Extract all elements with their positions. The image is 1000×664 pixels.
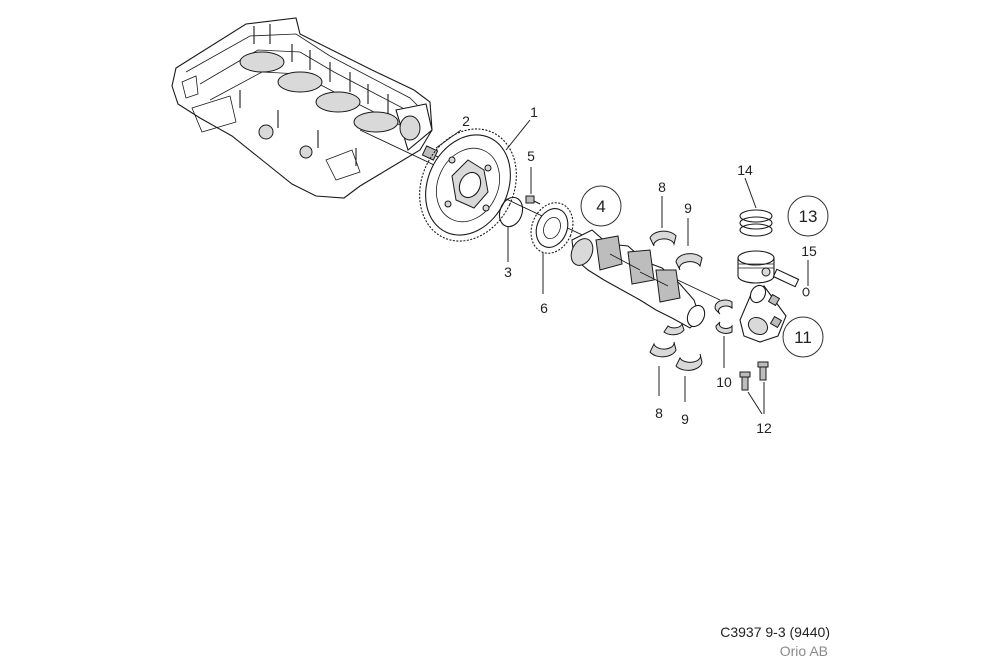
callout-9-top: 9 — [684, 200, 692, 216]
callout-8-bottom: 8 — [655, 405, 663, 421]
callout-12: 12 — [756, 420, 772, 436]
callout-9-bottom: 9 — [681, 411, 689, 427]
block-studs — [239, 24, 389, 166]
callout-8-top: 8 — [658, 179, 666, 195]
connecting-rod — [739, 284, 787, 343]
callout-3: 3 — [504, 264, 512, 280]
main-bearing-shells — [649, 230, 703, 371]
callout-2: 2 — [462, 113, 470, 129]
rear-main-seal — [530, 202, 574, 254]
crankshaft — [570, 229, 706, 329]
company-name: Orio AB — [779, 643, 828, 659]
seal-ring — [498, 196, 524, 228]
callout-11: 11 — [794, 328, 812, 347]
callout-13-circle — [787, 195, 829, 237]
small-bolt — [525, 195, 541, 205]
callout-labels: 1 2 3 5 6 8 9 8 9 10 12 14 15 4 13 11 — [462, 104, 829, 436]
callout-10: 10 — [716, 374, 732, 390]
flywheel — [419, 128, 517, 242]
piston-rings — [739, 209, 773, 237]
cylinder-bores — [239, 51, 399, 133]
piston-pin — [772, 268, 810, 297]
callout-11-circle — [782, 316, 824, 358]
callout-4: 4 — [596, 197, 605, 216]
piston — [737, 250, 775, 284]
engine-block — [171, 17, 433, 199]
callout-4-circle — [580, 185, 622, 227]
rod-bearing-shells — [714, 299, 733, 334]
callout-13: 13 — [799, 207, 818, 226]
rod-bolts — [739, 361, 769, 391]
callout-14: 14 — [737, 162, 753, 178]
callout-1: 1 — [530, 104, 538, 120]
leader-lines — [435, 119, 809, 415]
figure-code: C3937 9-3 (9440) — [720, 624, 830, 640]
callout-5: 5 — [527, 148, 535, 164]
callout-15: 15 — [801, 243, 817, 259]
callout-6: 6 — [540, 300, 548, 316]
